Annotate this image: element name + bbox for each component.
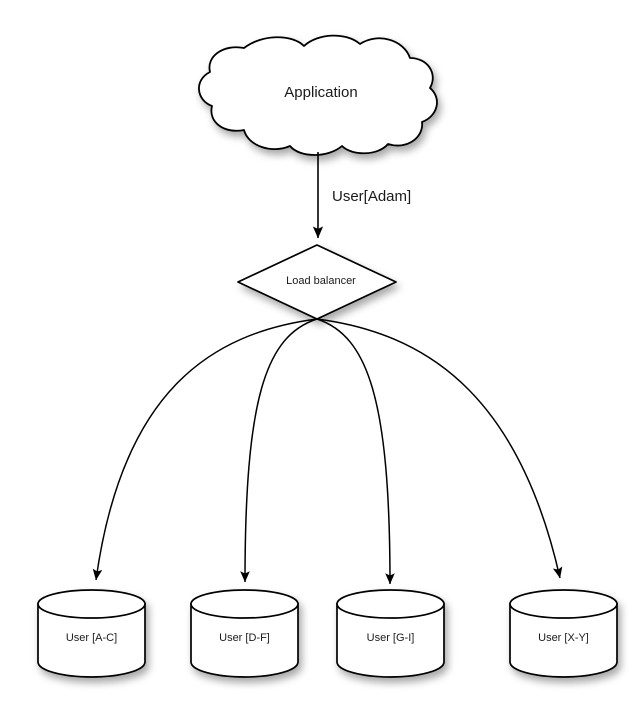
db-cylinder-g-i[interactable]: [336, 589, 445, 678]
edge-balancer-to-db-x-y: [316, 318, 563, 579]
edge-balancer-to-db-g-i: [316, 318, 395, 585]
db-cylinder-a-c[interactable]: [37, 589, 146, 678]
edge-balancer-to-db-d-f: [240, 318, 318, 583]
load-balancer-label: Load balancer: [286, 275, 356, 287]
cloud-label: Application: [284, 84, 358, 101]
db-cylinder-x-y[interactable]: [509, 589, 618, 678]
db-label-x-y: User [X-Y]: [538, 632, 589, 644]
db-label-a-c: User [A-C]: [65, 632, 118, 644]
db-cylinder-d-f[interactable]: [190, 589, 299, 678]
edge-balancer-to-db-a-c: [92, 318, 318, 581]
edge-label-user-adam: User[Adam]: [332, 188, 412, 205]
cloud-node[interactable]: [198, 34, 438, 156]
db-label-d-f: User [D-F]: [219, 632, 270, 644]
db-label-g-i: User [G-I]: [366, 632, 415, 644]
